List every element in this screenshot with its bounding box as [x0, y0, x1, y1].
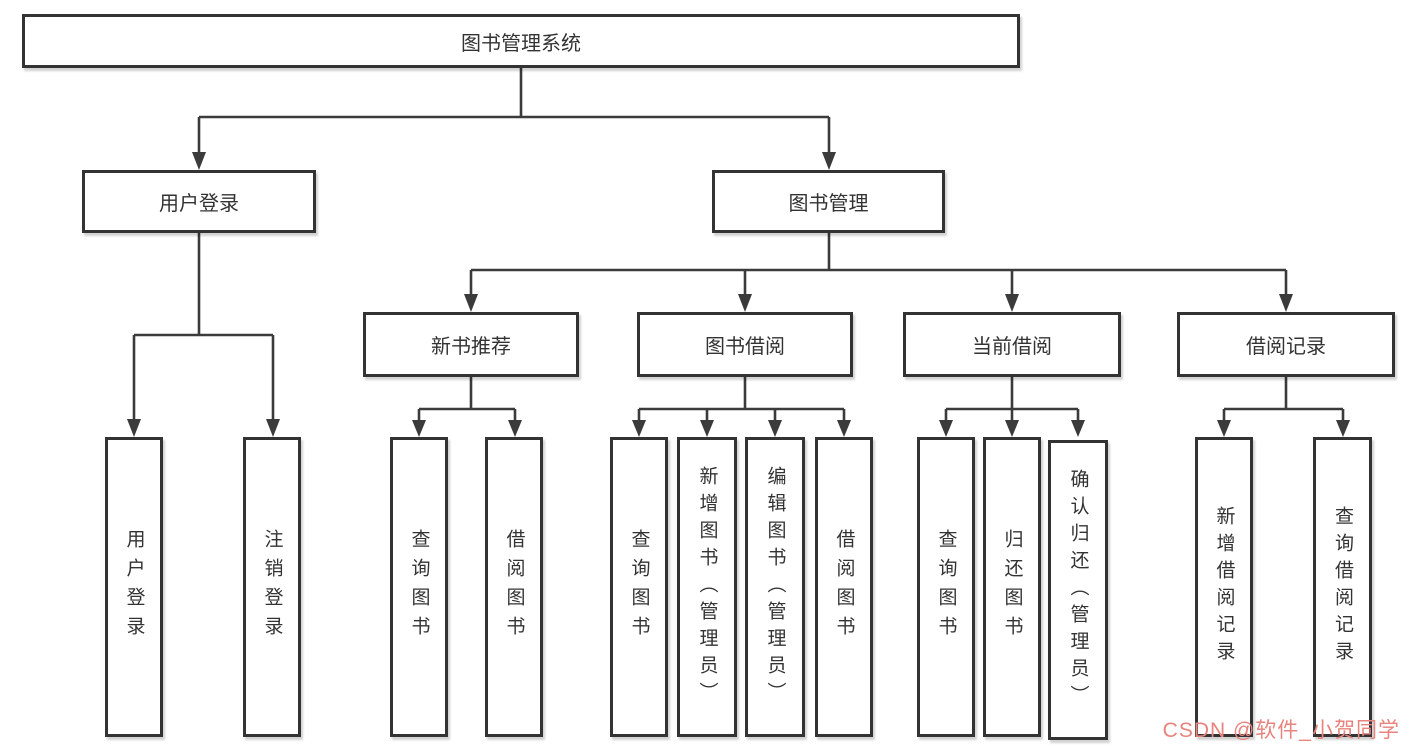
node-current-borrowing: 当前借阅 [903, 312, 1121, 377]
node-book-borrowing: 图书借阅 [637, 312, 853, 377]
leaf-borrow-books-1: 借阅图书 [485, 437, 543, 737]
leaf-query-books-2: 查询图书 [610, 437, 668, 737]
leaf-query-books-1: 查询图书 [390, 437, 448, 737]
leaf-edit-books-admin: 编辑图书（管理员） [745, 437, 805, 737]
leaf-return-books: 归还图书 [983, 437, 1041, 737]
leaf-add-books-admin: 新增图书（管理员） [677, 437, 737, 737]
leaf-confirm-return-admin: 确认归还（管理员） [1048, 440, 1108, 740]
node-root-library-system: 图书管理系统 [22, 14, 1020, 68]
leaf-user-login: 用户登录 [105, 437, 163, 737]
node-new-book-recommend: 新书推荐 [363, 312, 579, 377]
leaf-add-borrow-record: 新增借阅记录 [1195, 437, 1253, 737]
node-book-management: 图书管理 [712, 170, 945, 233]
leaf-logout: 注销登录 [243, 437, 301, 737]
leaf-borrow-books-2: 借阅图书 [815, 437, 873, 737]
leaf-query-books-3: 查询图书 [917, 437, 975, 737]
csdn-watermark: CSDN @软件_小贺同学 [1162, 719, 1400, 742]
node-borrowing-records: 借阅记录 [1177, 312, 1395, 377]
node-user-login: 用户登录 [82, 170, 316, 233]
leaf-query-borrow-record: 查询借阅记录 [1313, 437, 1372, 737]
